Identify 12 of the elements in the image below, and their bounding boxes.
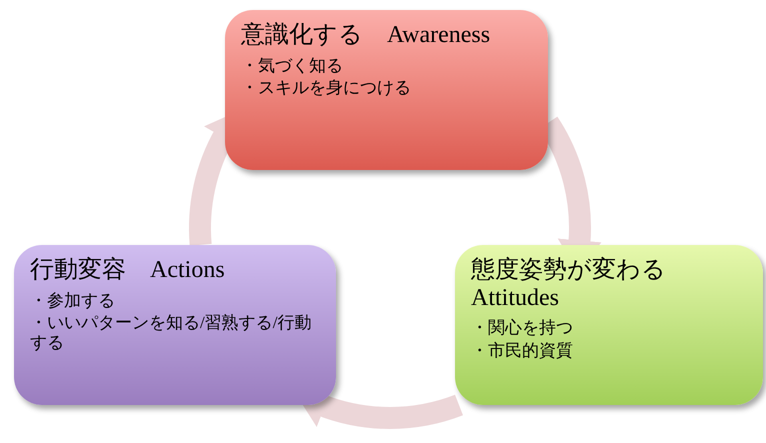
bullet-item: ・関心を持つ: [471, 318, 574, 339]
rounded-box: [455, 245, 763, 405]
bullet-item: ・スキルを身につける: [241, 78, 412, 98]
bullet-item: ・参加する: [30, 290, 116, 311]
rounded-box: [14, 245, 336, 405]
box-heading: 態度姿勢が変わる Attitudes: [471, 257, 667, 312]
bullet-item: ・気づく知る: [241, 56, 344, 76]
box-heading: 意識化する Awareness: [241, 22, 492, 50]
bullet-item: ・市民的資質: [471, 340, 574, 361]
rounded-box: [225, 10, 548, 170]
box-heading: 行動変容 Actions: [30, 257, 226, 285]
bullet-item: ・いいパターンを知る/習熟する/行動する: [30, 312, 312, 354]
